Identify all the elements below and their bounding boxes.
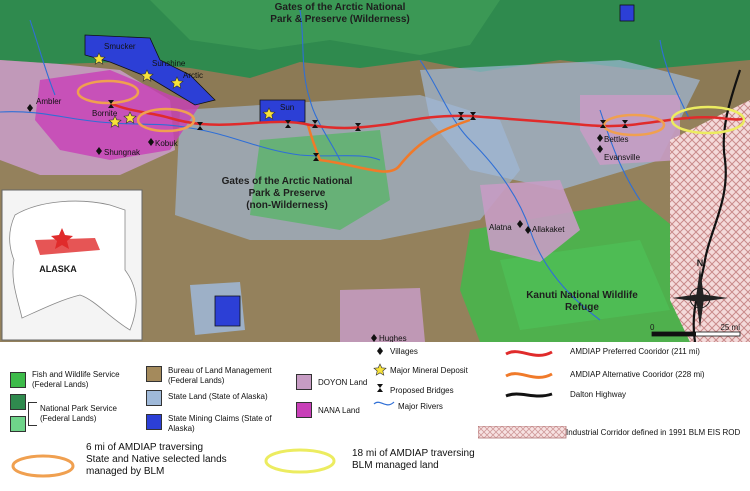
legend-nps: National Park Service(Federal Lands) <box>40 404 117 423</box>
legend-state-land: State Land (State of Alaska) <box>168 392 268 401</box>
scale-end: 25 mi <box>720 323 740 332</box>
yellow-ellipse <box>670 105 746 135</box>
major-rivers <box>0 9 691 321</box>
legend-villages: Villages <box>390 347 418 356</box>
villages <box>27 104 603 342</box>
legend-nana: NANA Land <box>318 406 360 415</box>
park-nonwilderness-area <box>250 130 390 230</box>
place-kobuk: Kobuk <box>155 139 179 148</box>
legend-rivers: Major Rivers <box>398 402 443 411</box>
mineral-bornite: Bornite <box>92 109 118 118</box>
state-mining-claims-ne <box>619 4 635 22</box>
compass-rose: N <box>672 258 728 328</box>
scale-zero: 0 <box>650 323 655 332</box>
label-park-wilderness-1: Gates of the Arctic National <box>275 2 406 13</box>
legend-orange-ellipse <box>11 454 75 478</box>
mineral-sun: Sun <box>280 103 294 112</box>
legend-industrial: Industrial Corridor defined in 1991 BLM … <box>566 428 741 437</box>
label-kanuti-1: Kanuti National Wildlife <box>526 290 638 301</box>
mineral-sunshine: Sunshine <box>152 59 186 68</box>
legend-symbols <box>373 347 395 406</box>
orange-ellipse-2 <box>136 107 196 133</box>
legend-village-icon <box>377 347 383 355</box>
legend-bridges: Proposed Bridges <box>390 386 454 395</box>
place-hughes: Hughes <box>379 334 407 342</box>
place-alatna: Alatna <box>489 223 512 232</box>
inset-alaska-map: ALASKA <box>1 189 143 341</box>
place-evansville: Evansville <box>604 153 641 162</box>
swatch-blm <box>146 366 162 382</box>
map-canvas: Gates of the Arctic National Park & Pres… <box>0 0 750 342</box>
legend-alternative-line <box>505 372 553 379</box>
legend-blm: Bureau of Land Management(Federal Lands) <box>168 366 272 385</box>
industrial-corridor <box>670 100 750 342</box>
orange-ellipse-1 <box>76 79 140 105</box>
swatch-state-land <box>146 390 162 406</box>
legend-fws: Fish and Wildlife Service(Federal Lands) <box>32 370 120 389</box>
mineral-deposits <box>92 52 276 128</box>
legend-bridge-icon <box>377 384 383 392</box>
legend-star-icon <box>373 363 387 376</box>
legend-mineral: Major Mineral Deposit <box>390 366 468 375</box>
mineral-smucker: Smucker <box>104 42 136 51</box>
legend-yellow-ellipse <box>264 448 336 474</box>
legend-yellow-note: 18 mi of AMDIAP traversing BLM managed l… <box>352 448 475 471</box>
place-bettles: Bettles <box>604 135 628 144</box>
legend-doyon: DOYON Land <box>318 378 368 387</box>
place-allakaket: Allakaket <box>532 225 565 234</box>
swatch-nps-light <box>10 416 26 432</box>
proposed-bridges <box>108 100 628 161</box>
inset-state-label: ALASKA <box>39 264 77 274</box>
nana-land <box>35 70 200 160</box>
map-panel: Gates of the Arctic National Park & Pres… <box>0 0 750 342</box>
compass-north-label: N <box>697 258 704 268</box>
map-legend: Fish and Wildlife Service(Federal Lands)… <box>0 342 750 491</box>
swatch-fws <box>10 372 26 388</box>
doyon-land-alatna <box>480 180 580 262</box>
label-park-wilderness-2: Park & Preserve (Wilderness) <box>270 14 409 25</box>
bracket-nps <box>28 402 37 426</box>
legend-orange-note: 6 mi of AMDIAP traversing State and Nati… <box>86 442 227 477</box>
state-mining-claims-south <box>214 295 241 327</box>
label-park-nonwild-1: Gates of the Arctic National <box>222 176 353 187</box>
legend-dalton-line <box>505 392 553 398</box>
swatch-nps-dark <box>10 394 26 410</box>
legend-preferred: AMDIAP Preferred Cooridor (211 mi) <box>570 347 700 356</box>
swatch-doyon <box>296 374 312 390</box>
place-shungnak: Shungnak <box>104 148 141 157</box>
state-mining-claims-west <box>84 34 216 106</box>
legend-corridor-lines <box>505 350 553 398</box>
place-ambler: Ambler <box>36 97 62 106</box>
doyon-land-hughes <box>340 288 425 342</box>
alternative-corridor <box>306 118 471 173</box>
legend-dalton: Dalton Highway <box>570 390 627 399</box>
legend-preferred-line <box>505 350 553 357</box>
scale-bar: 0 25 mi <box>650 323 741 337</box>
orange-ellipse-3 <box>602 113 666 137</box>
legend-industrial-swatch <box>478 426 567 439</box>
legend-river-icon <box>373 401 395 406</box>
label-park-nonwild-3: (non-Wilderness) <box>246 200 328 211</box>
swatch-state-mining <box>146 414 162 430</box>
swatch-nana <box>296 402 312 418</box>
label-park-nonwild-2: Park & Preserve <box>249 188 326 199</box>
label-kanuti-2: Refuge <box>565 302 599 313</box>
legend-alternative: AMDIAP Alternative Cooridor (228 mi) <box>570 370 705 379</box>
mineral-arctic: Arctic <box>183 71 203 80</box>
doyon-land-bettles <box>580 95 680 165</box>
